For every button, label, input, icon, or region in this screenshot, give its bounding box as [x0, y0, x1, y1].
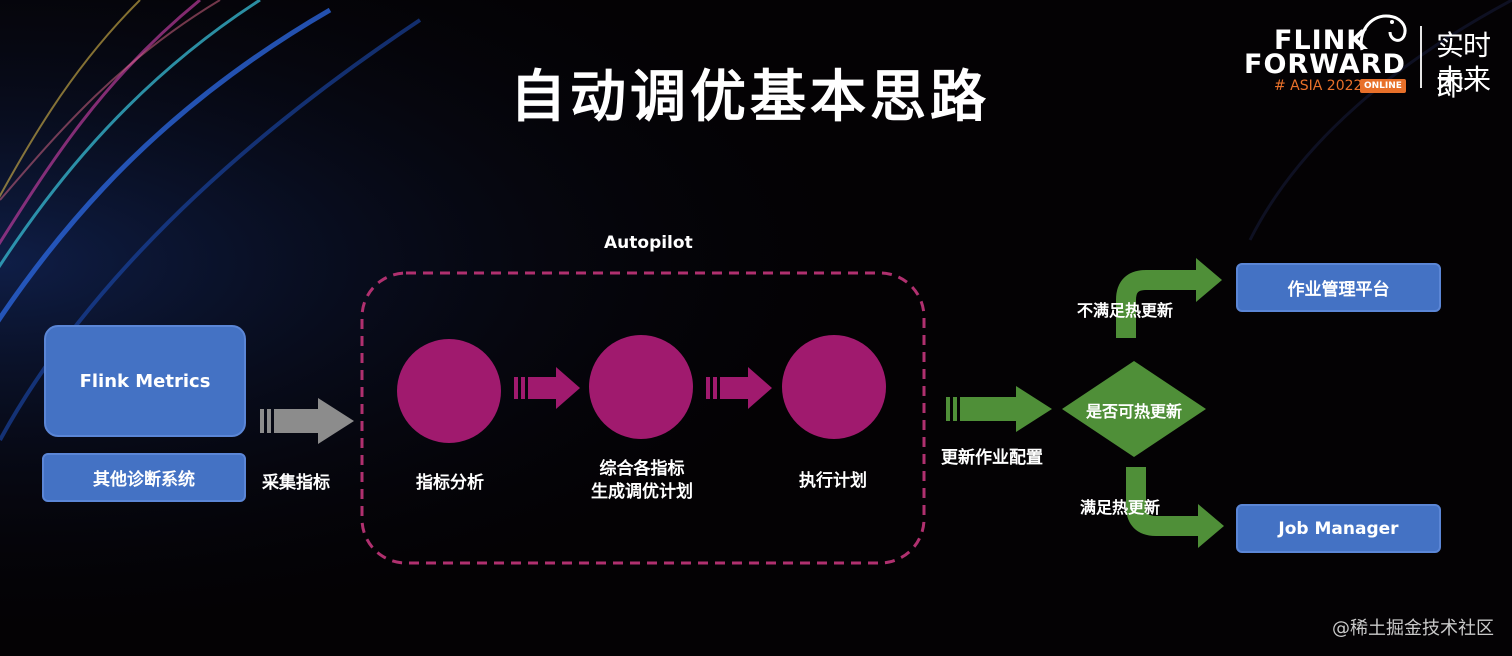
- collect-metrics-label: 采集指标: [262, 473, 330, 493]
- step-label-plan-line1: 综合各指标: [599, 459, 685, 479]
- flink-metrics-box: Flink Metrics: [44, 325, 246, 437]
- brand-slogan-bottom: 未来: [1436, 63, 1491, 96]
- job-manager-box: Job Manager: [1236, 504, 1441, 553]
- flink-metrics-label: Flink Metrics: [79, 370, 211, 392]
- step-label-plan-line2: 生成调优计划: [591, 482, 693, 502]
- step-circle-analysis: [397, 339, 501, 443]
- squirrel-icon: [1359, 14, 1407, 51]
- branch-yes-label: 满足热更新: [1080, 498, 1161, 517]
- step-label-execute-line1: 执行计划: [799, 471, 867, 491]
- step-circle-execute: [782, 335, 886, 439]
- step-label-plan: 综合各指标 生成调优计划: [575, 458, 709, 504]
- job-platform-box: 作业管理平台: [1236, 263, 1441, 312]
- update-arrow: [946, 386, 1052, 432]
- other-diagnostics-label: 其他诊断系统: [93, 470, 195, 490]
- flink-forward-logo: FLINK FORWARD # ASIA 2022 ONLINE: [1244, 14, 1407, 94]
- brand-divider: [1420, 26, 1422, 88]
- online-badge: ONLINE: [1360, 79, 1406, 93]
- decision-label: 是否可热更新: [1085, 402, 1182, 421]
- autopilot-title: Autopilot: [604, 233, 693, 253]
- job-manager-label: Job Manager: [1278, 518, 1399, 539]
- slide-title: 自动调优基本思路: [510, 65, 990, 130]
- job-platform-label: 作业管理平台: [1287, 280, 1390, 300]
- step-label-execute: 执行计划: [773, 466, 893, 491]
- branch-down-arrow: [1126, 467, 1224, 548]
- brand-asia-text: # ASIA 2022: [1274, 78, 1363, 94]
- brand-line1: FLINK: [1274, 25, 1369, 56]
- step-label-analysis: 指标分析: [390, 468, 510, 493]
- other-diagnostics-box: 其他诊断系统: [42, 453, 246, 502]
- step-circle-plan: [589, 335, 693, 439]
- branch-up-arrow: [1116, 258, 1222, 338]
- step-label-analysis-line1: 指标分析: [416, 473, 484, 493]
- brand-line2: FORWARD: [1244, 49, 1406, 80]
- decision-diamond: [1062, 361, 1206, 457]
- brand-slogan-top: 实时即: [1436, 29, 1491, 102]
- watermark: @稀土掘金技术社区: [1332, 618, 1494, 639]
- step-arrow-2: [706, 367, 772, 409]
- branch-no-label: 不满足热更新: [1077, 301, 1174, 320]
- brand-line3: # ASIA 2022: [1274, 78, 1362, 94]
- update-config-label: 更新作业配置: [941, 448, 1043, 468]
- step-arrow-1: [514, 367, 580, 409]
- collect-arrow: [260, 398, 354, 444]
